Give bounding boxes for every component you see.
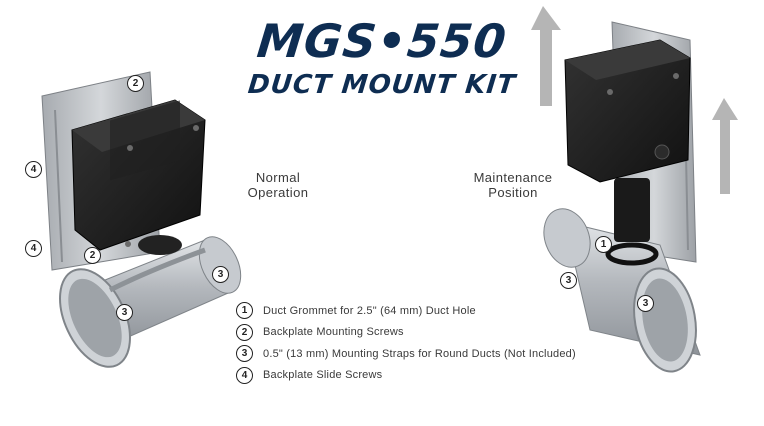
normal-operation-assembly [41,71,242,368]
callout-number: 4 [25,161,42,178]
legend-item: 3 0.5" (13 mm) Mounting Straps for Round… [236,343,576,365]
legend-text: Duct Grommet for 2.5" (64 mm) Duct Hole [263,304,476,317]
callout-number: 4 [25,240,42,257]
callout-number: 3 [560,272,577,289]
product-title: MGS•550 [254,14,510,68]
legend-number-badge: 2 [236,323,253,341]
up-arrow-icon [712,98,738,194]
legend-text: Backplate Mounting Screws [263,326,404,339]
maintenance-position-caption: Maintenance Position [468,170,558,200]
callout-number: 3 [637,295,654,312]
product-subtitle: DUCT MOUNT KIT [246,70,518,100]
caption-line: Operation [247,185,309,200]
legend-text: Backplate Slide Screws [263,369,383,382]
callout-number: 2 [127,75,144,92]
caption-line: Position [488,185,538,200]
maintenance-position-assembly [543,21,701,373]
caption-line: Normal [255,170,301,185]
parts-legend: 1 Duct Grommet for 2.5" (64 mm) Duct Hol… [236,300,576,386]
up-arrow-icon [531,6,561,106]
legend-number-badge: 1 [236,302,253,320]
callout-number: 3 [212,266,229,283]
callout-number: 2 [84,247,101,264]
legend-item: 2 Backplate Mounting Screws [236,322,576,344]
legend-item: 4 Backplate Slide Screws [236,365,576,387]
normal-operation-caption: Normal Operation [242,170,314,200]
legend-number-badge: 4 [236,366,253,384]
callout-number: 3 [116,304,133,321]
legend-item: 1 Duct Grommet for 2.5" (64 mm) Duct Hol… [236,300,576,322]
legend-number-badge: 3 [236,345,253,363]
callout-number: 1 [595,236,612,253]
legend-text: 0.5" (13 mm) Mounting Straps for Round D… [263,347,576,360]
caption-line: Maintenance [473,170,553,185]
